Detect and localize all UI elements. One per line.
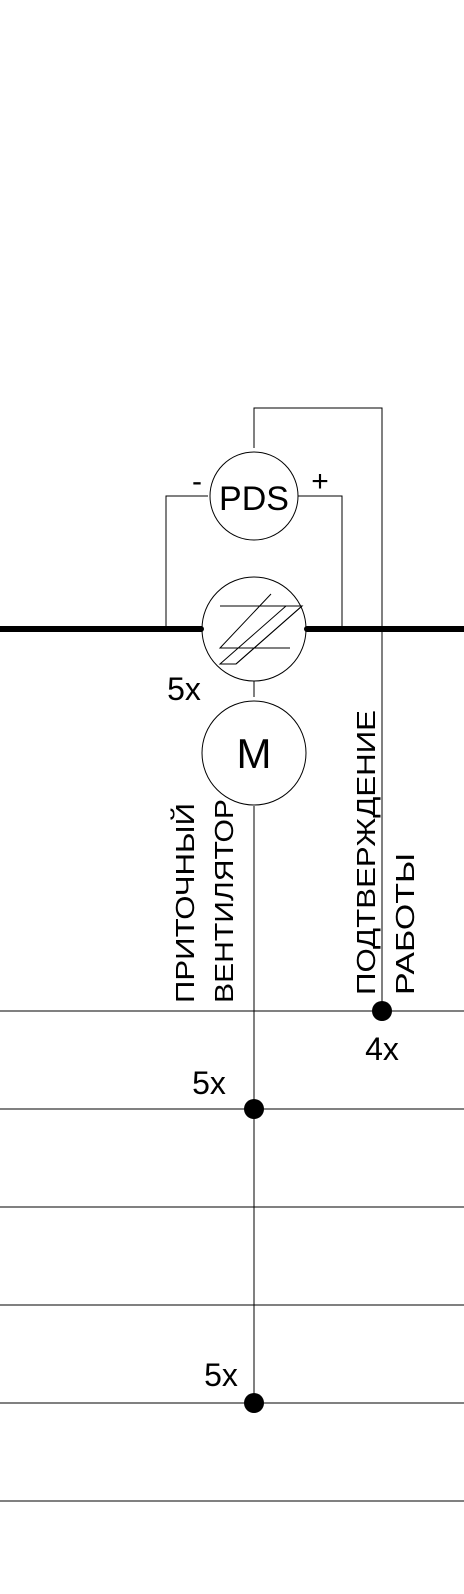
fan-right-port bbox=[304, 626, 310, 632]
confirmation-label-line2-group: РАБОТЫ bbox=[390, 853, 420, 995]
confirmation-label-line2: РАБОТЫ bbox=[390, 853, 420, 995]
pds-label: PDS bbox=[219, 480, 289, 518]
fan-label-line2-group: ВЕНТИЛЯТОР bbox=[209, 799, 239, 1003]
pds-plus-tube bbox=[298, 495, 343, 629]
node-1-multiplier: 5x bbox=[192, 1065, 226, 1101]
confirmation-node bbox=[372, 1001, 392, 1021]
pds-minus-sign: - bbox=[192, 465, 202, 498]
motor-label: M bbox=[237, 730, 272, 777]
node-2-multiplier: 5x bbox=[204, 1357, 238, 1393]
fan-left-port bbox=[198, 626, 204, 632]
fan-label-line1: ПРИТОЧНЫЙ bbox=[170, 803, 200, 1003]
connection-node-2 bbox=[244, 1393, 264, 1413]
pds-output-wire bbox=[253, 407, 383, 1011]
confirmation-multiplier: 4x bbox=[365, 1031, 399, 1067]
confirmation-label-line1-group: ПОДТВЕРЖДЕНИЕ bbox=[351, 710, 381, 995]
fan-blade-lower bbox=[218, 593, 290, 649]
motor-symbol bbox=[201, 700, 307, 806]
fan-symbol bbox=[201, 576, 307, 682]
confirmation-label-line1: ПОДТВЕРЖДЕНИЕ bbox=[351, 710, 381, 995]
fan-label-line2: ВЕНТИЛЯТОР bbox=[209, 799, 239, 1003]
fan-multiplier: 5x bbox=[167, 671, 201, 707]
connection-node-1 bbox=[244, 1099, 264, 1119]
pds-sensor bbox=[209, 451, 299, 541]
fan-label-line1-group: ПРИТОЧНЫЙ bbox=[170, 803, 200, 1003]
fan-blade-upper bbox=[220, 605, 304, 665]
pds-minus-tube bbox=[165, 495, 208, 629]
pds-plus-sign: + bbox=[311, 465, 329, 498]
